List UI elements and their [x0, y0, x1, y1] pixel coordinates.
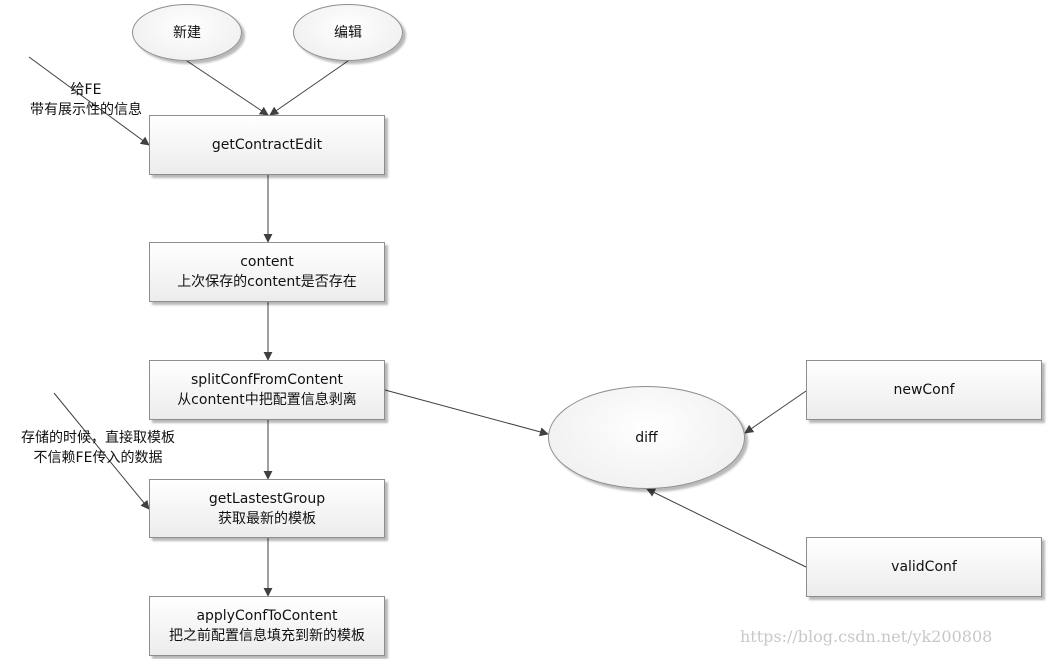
node-content-title: content	[240, 254, 294, 270]
node-validconf-label: validConf	[891, 559, 957, 575]
node-applyconf: applyConfToContent 把之前配置信息填充到新的模板	[149, 596, 385, 656]
node-diff-label: diff	[635, 429, 658, 446]
note-fe-line2: 带有展示性的信息	[30, 102, 142, 118]
node-getcontractedit: getContractEdit	[149, 115, 385, 175]
arrow-edit-to-getcontractedit	[269, 60, 349, 116]
node-content-desc: 上次保存的content是否存在	[177, 274, 357, 290]
arrow-splitconf-to-diff	[384, 389, 549, 437]
arrow-new-to-getcontractedit	[186, 60, 269, 116]
node-getlastestgroup: getLastestGroup 获取最新的模板	[149, 479, 385, 538]
node-new: 新建	[132, 4, 242, 61]
arrow-storage-note	[53, 392, 150, 510]
node-getlastestgroup-desc: 获取最新的模板	[218, 510, 316, 527]
node-splitconf-desc: 从content中把配置信息剥离	[177, 392, 357, 408]
watermark: https://blog.csdn.net/yk200808	[740, 627, 993, 646]
node-newconf-label: newConf	[893, 382, 955, 398]
node-new-label: 新建	[173, 24, 201, 41]
arrow-validconf-to-diff	[646, 488, 807, 568]
node-getcontractedit-label: getContractEdit	[211, 137, 323, 153]
node-applyconf-desc: 把之前配置信息填充到新的模板	[169, 628, 365, 644]
node-content: content 上次保存的content是否存在	[149, 242, 385, 302]
node-validconf: validConf	[806, 537, 1042, 597]
note-fe-line1: 给FE	[70, 82, 102, 98]
node-newconf: newConf	[806, 360, 1042, 420]
arrow-fe-note	[28, 56, 150, 146]
node-applyconf-title: applyConfToContent	[196, 608, 338, 624]
note-fe: 给FE 带有展示性的信息	[18, 80, 154, 120]
arrow-newconf-to-diff	[744, 390, 807, 434]
node-splitconf: splitConfFromContent 从content中把配置信息剥离	[149, 360, 385, 420]
node-edit-label: 编辑	[334, 24, 362, 41]
node-splitconf-title: splitConfFromContent	[191, 372, 343, 388]
note-storage-line2: 不信赖FE传入的数据	[33, 450, 163, 466]
node-edit: 编辑	[293, 4, 403, 61]
node-getlastestgroup-title: getLastestGroup	[208, 490, 326, 507]
note-storage: 存储的时候，直接取模板 不信赖FE传入的数据	[5, 428, 191, 468]
node-diff: diff	[548, 386, 745, 489]
note-storage-line1: 存储的时候，直接取模板	[21, 430, 175, 446]
